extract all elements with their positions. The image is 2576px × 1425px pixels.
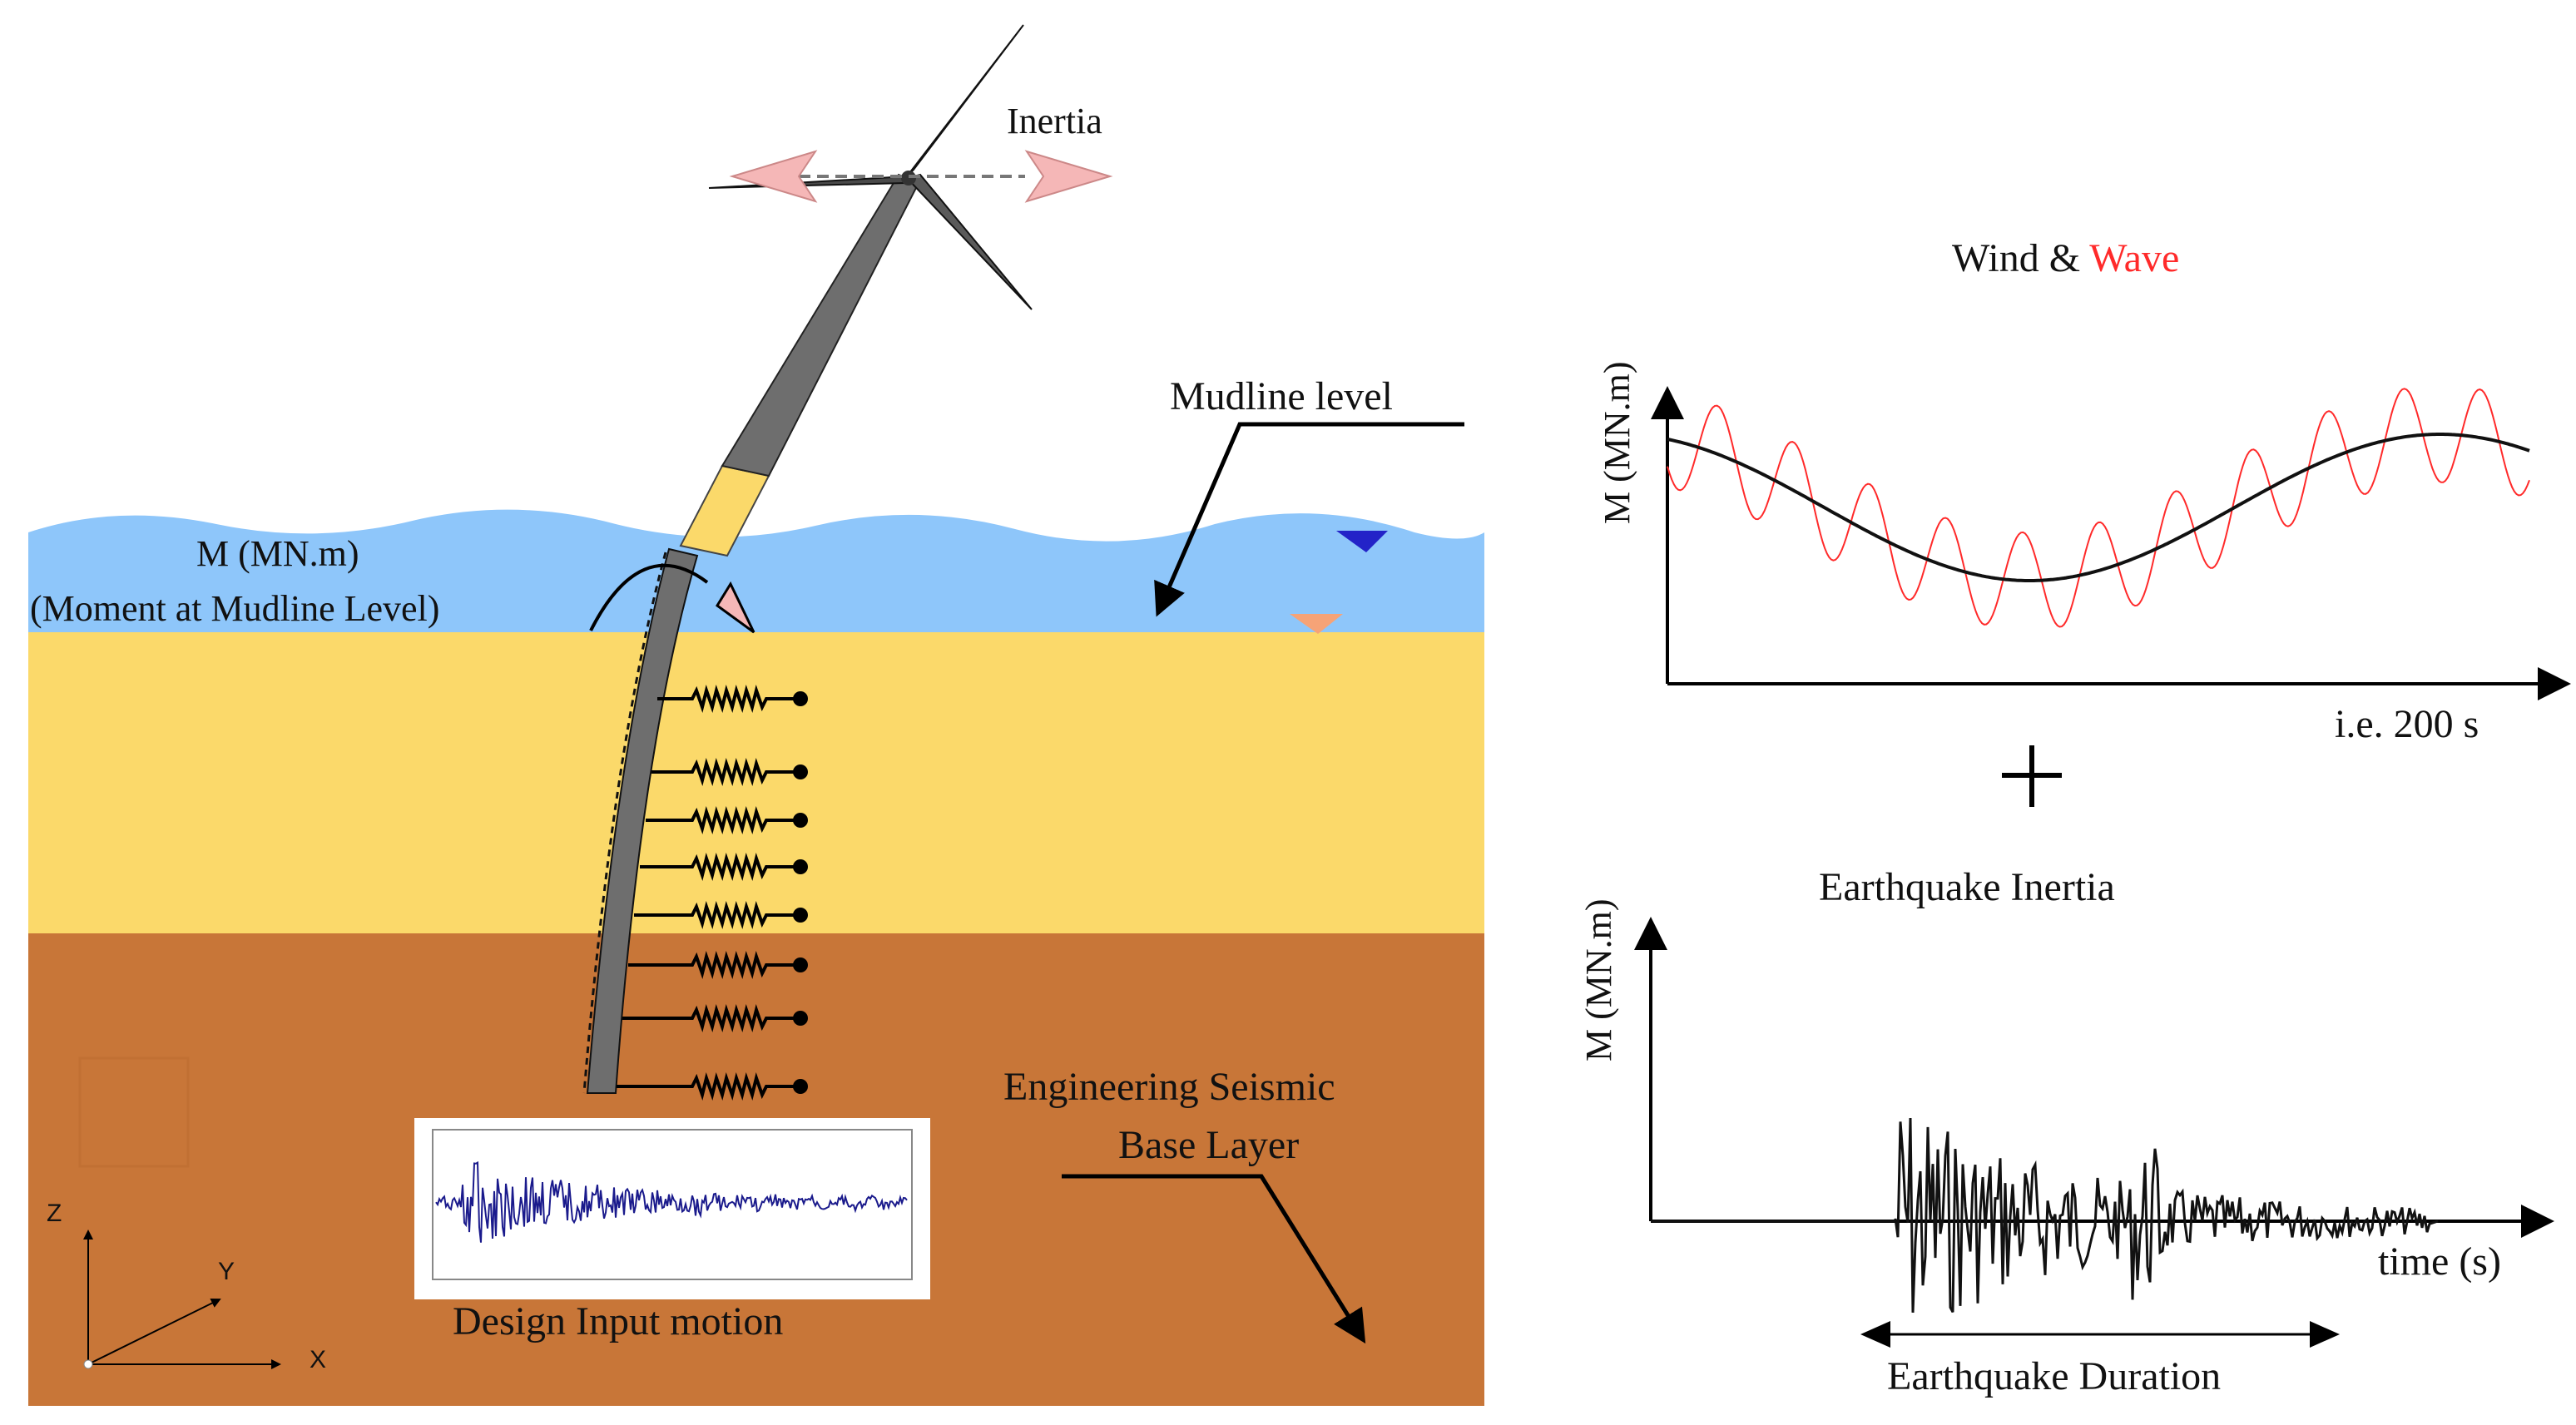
sea-water — [28, 509, 1484, 634]
offshore-scene: Inertia M (MN.m) (Moment at Mudline Leve… — [28, 24, 1484, 1406]
spring-anchor — [793, 764, 808, 779]
spring-anchor — [793, 1079, 808, 1094]
sand-layer — [28, 632, 1484, 935]
seismic-leader — [1062, 1174, 1366, 1344]
design-motion-trace — [435, 1160, 908, 1243]
moment-label: M (MN.m) — [196, 533, 359, 574]
mudline-leader — [1154, 422, 1464, 617]
wind-title-part: Wind & — [1952, 236, 2089, 280]
spring-anchor — [793, 908, 808, 923]
spring-anchor — [793, 1011, 808, 1026]
spring-anchor — [793, 813, 808, 828]
monopile-dashed-edge — [582, 552, 667, 1094]
spring-anchor — [793, 859, 808, 874]
top-x-label: i.e. 200 s — [2335, 702, 2479, 746]
monopile — [586, 547, 699, 1094]
wind-wave-title: Wind & Wave — [1952, 236, 2179, 280]
earthquake-trace — [1651, 1117, 2439, 1313]
moment-curved-arrow — [589, 563, 709, 631]
soil-spring — [640, 853, 799, 881]
bottom-y-label: M (MN.m) — [1578, 898, 1619, 1061]
design-input-label: Design Input motion — [453, 1299, 783, 1343]
inertia-arrow-right — [1024, 150, 1113, 203]
axis-y-label: Y — [218, 1258, 235, 1285]
moment-sublabel: (Moment at Mudline Level) — [30, 588, 439, 629]
plus-sign — [2002, 745, 2062, 807]
duration-arrow-left-head — [1860, 1321, 1890, 1348]
coordinate-axes: Z Y X — [47, 1200, 326, 1373]
wave-series-line — [1667, 388, 2530, 628]
top-y-label: M (MN.m) — [1597, 361, 1637, 524]
spring-anchor — [793, 957, 808, 972]
duration-label: Earthquake Duration — [1887, 1354, 2221, 1398]
earthquake-chart: Earthquake Inertia M (MN.m) time (s) Ear… — [1578, 865, 2554, 1398]
soil-spring — [634, 901, 799, 929]
spring-anchor — [793, 691, 808, 706]
duration-arrow-right-head — [2310, 1321, 2340, 1348]
moment-arrow-head — [715, 581, 755, 634]
seismic-sublabel: Base Layer — [1118, 1123, 1299, 1167]
water-level-marker — [1336, 531, 1388, 552]
earthquake-title: Earthquake Inertia — [1819, 865, 2115, 909]
wind-wave-chart: Wind & Wave M (MN.m) i.e. 200 s — [1597, 236, 2571, 746]
mudline-marker — [1290, 614, 1343, 634]
seismic-label: Engineering Seismic — [1003, 1065, 1335, 1109]
soil-spring — [646, 806, 799, 834]
inertia-label: Inertia — [1007, 101, 1102, 141]
axis-x-label: X — [310, 1346, 326, 1373]
mudline-label: Mudline level — [1170, 374, 1393, 418]
soil-springs — [617, 685, 808, 1101]
design-motion-frame — [432, 1129, 913, 1280]
axis-z-label: Z — [47, 1200, 62, 1227]
wave-title-part: Wave — [2089, 236, 2179, 280]
soil-spring — [617, 1072, 799, 1101]
wind-series-line — [1667, 433, 2530, 582]
soil-spring — [622, 1004, 799, 1032]
inertia-arrow-left — [729, 150, 818, 203]
bottom-x-label: time (s) — [2378, 1239, 2501, 1284]
soil-spring — [628, 951, 799, 979]
tower — [721, 173, 920, 477]
design-motion-inset — [414, 1118, 930, 1299]
soil-spring — [651, 758, 799, 786]
soil-spring — [657, 685, 799, 713]
faint-square — [78, 1056, 190, 1168]
